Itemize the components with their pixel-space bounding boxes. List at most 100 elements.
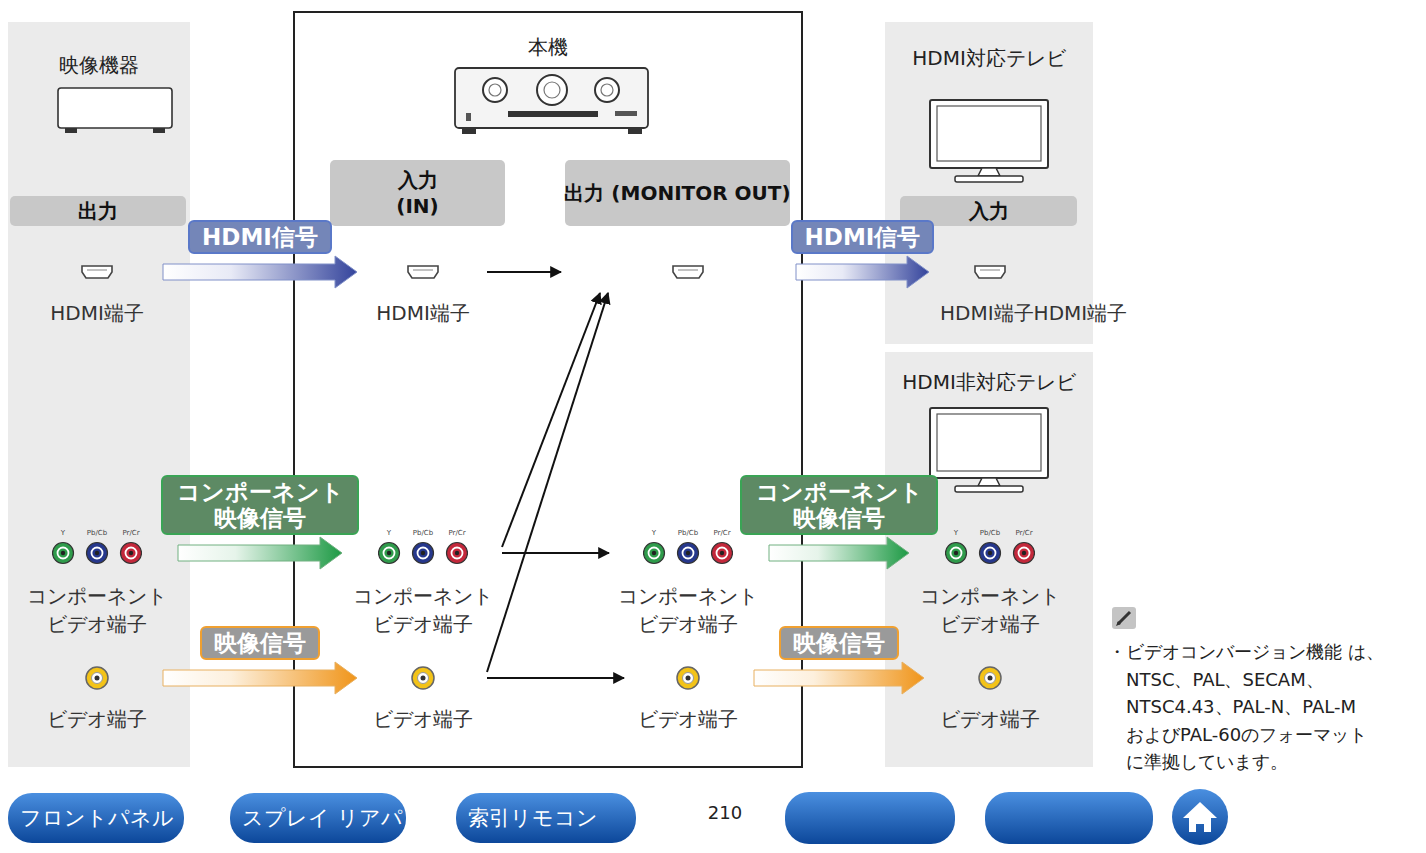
terminal-label: コンポーネント ビデオ端子 — [22, 582, 172, 638]
amplifier-illustration-part — [466, 113, 471, 121]
terminal-label: HDMI端子HDMI端子 — [935, 299, 1145, 327]
hdmi-jack-icon — [970, 257, 1010, 287]
amplifier-illustration-part — [615, 111, 637, 116]
rca-jack — [121, 543, 142, 564]
rca-jack — [447, 543, 468, 564]
panel-background — [885, 352, 1093, 767]
band-label: 入力 (IN) — [392, 167, 444, 219]
signal-arrow-body — [796, 256, 929, 288]
jack-label: Pb/Cb — [980, 529, 1000, 538]
rca-jack — [412, 667, 434, 689]
rca-jack-pin — [95, 676, 100, 681]
nav-label: スプレイ リアパ — [242, 804, 403, 832]
comp-jack-icon — [945, 538, 1035, 568]
panel-background — [8, 22, 190, 767]
terminal-group: コンポーネント ビデオ端子 — [915, 538, 1065, 638]
jack-label: Pr/Cr — [1015, 529, 1032, 538]
jack-label: Pb/Cb — [678, 529, 698, 538]
hdmi-jack-outline — [408, 266, 438, 278]
amplifier-illustration-part — [628, 128, 642, 134]
hdmi-tv-illustration-part — [937, 106, 1041, 161]
nav-blank-buttons-part — [785, 792, 955, 844]
rca-jack-ring — [384, 548, 395, 559]
panel-title: 映像機器 — [8, 22, 190, 77]
jack-label: Pb/Cb — [413, 529, 433, 538]
signal-arrow-body — [178, 537, 342, 569]
rca-jack — [379, 543, 400, 564]
nav-button: 索引リモコン — [456, 793, 636, 843]
terminal-label: コンポーネント ビデオ端子 — [348, 582, 498, 638]
signal-arrow — [163, 256, 357, 288]
rca-jack — [413, 543, 434, 564]
amplifier-illustration-part — [508, 111, 598, 117]
non-hdmi-tv-illustration-part — [955, 486, 1023, 492]
comp-jack-icon — [378, 538, 468, 568]
io-header-band: 出力 (MONITOR OUT) — [565, 160, 790, 226]
rca-jack — [1014, 543, 1035, 564]
hdmi-jack-outline — [82, 266, 112, 278]
rca-jack — [677, 667, 699, 689]
page-number: 210 — [708, 801, 742, 824]
terminal-group: HDMI端子 — [37, 257, 157, 327]
terminal-label: ビデオ端子 — [628, 705, 748, 733]
jack-label: Y — [652, 529, 656, 538]
rca-jack — [86, 667, 108, 689]
rca-jack-pin — [988, 551, 992, 555]
terminal-label: コンポーネント ビデオ端子 — [613, 582, 763, 638]
note-text: ・ビデオコンバージョン機能 は、NTSC、PAL、SECAM、 NTSC4.43… — [1108, 638, 1408, 776]
rca-jack-ring — [1019, 548, 1030, 559]
rca-jack-ring — [985, 548, 996, 559]
rca-jack-pin — [954, 551, 958, 555]
rca-jack-pin — [129, 551, 133, 555]
hdmi-jack-slot — [980, 269, 1000, 270]
routing-line — [487, 293, 608, 672]
rca-jack-pin — [1022, 551, 1026, 555]
jack-label: Y — [61, 529, 65, 538]
routing-line — [487, 677, 624, 679]
device-panel: HDMI非対応テレビコンポーネント ビデオ端子ビデオ端子 — [885, 352, 1093, 767]
terminal-label: HDMI端子 — [37, 299, 157, 327]
terminal-group: ビデオ端子 — [37, 663, 157, 733]
amplifier-illustration-part — [455, 68, 648, 128]
panel-background — [885, 22, 1093, 344]
io-header-band: 入力 (IN) — [330, 160, 505, 226]
device-panel: 映像機器出力HDMI端子コンポーネント ビデオ端子ビデオ端子 — [8, 22, 190, 767]
routing-line — [502, 293, 600, 547]
rca-jack-pin — [686, 676, 691, 681]
terminal-group: ビデオ端子 — [930, 663, 1050, 733]
device-panel: 本機入力 (IN)出力 (MONITOR OUT)HDMI端子コンポーネント ビ… — [294, 12, 802, 767]
home-button-part — [1172, 789, 1228, 845]
signal-label: 映像信号 — [779, 626, 899, 660]
rca-jack — [87, 543, 108, 564]
non-hdmi-tv-illustration-part — [930, 408, 1048, 478]
signal-label: HDMI信号 — [188, 220, 332, 254]
hdmi-jack-icon — [77, 257, 117, 287]
routing-arrow — [487, 678, 624, 679]
signal-label: コンポーネント 映像信号 — [740, 475, 938, 535]
non-hdmi-tv-illustration — [930, 408, 1048, 492]
signal-arrow — [178, 537, 342, 569]
nav-button: スプレイ リアパ — [230, 793, 406, 843]
signal-arrow — [163, 662, 357, 694]
routing-arrow — [487, 293, 608, 672]
note-pencil-icon-part — [1116, 621, 1121, 626]
video-device-illustration — [58, 88, 172, 133]
rca-jack-ring — [92, 548, 103, 559]
video-device-illustration-part — [58, 88, 172, 128]
monitor-out-block: 出力 (MONITOR OUT) — [565, 160, 790, 287]
hdmi-tv-illustration-part — [978, 168, 1000, 176]
panel-title: HDMI対応テレビ — [885, 22, 1093, 70]
nav-button: フロントパネル — [8, 793, 184, 843]
amplifier-illustration-part — [595, 78, 619, 102]
terminal-group: ビデオ端子 — [363, 663, 483, 733]
rca-jack-pin — [387, 551, 391, 555]
comp-jack-icon — [643, 538, 733, 568]
hdmi-jack-outline — [673, 266, 703, 278]
rca-jack — [644, 543, 665, 564]
rca-jack — [946, 543, 967, 564]
rca-jack-ring — [418, 673, 429, 684]
band-label: 出力 (MONITOR OUT) — [564, 180, 790, 206]
terminal-label: ビデオ端子 — [930, 705, 1050, 733]
rca-jack — [979, 667, 1001, 689]
